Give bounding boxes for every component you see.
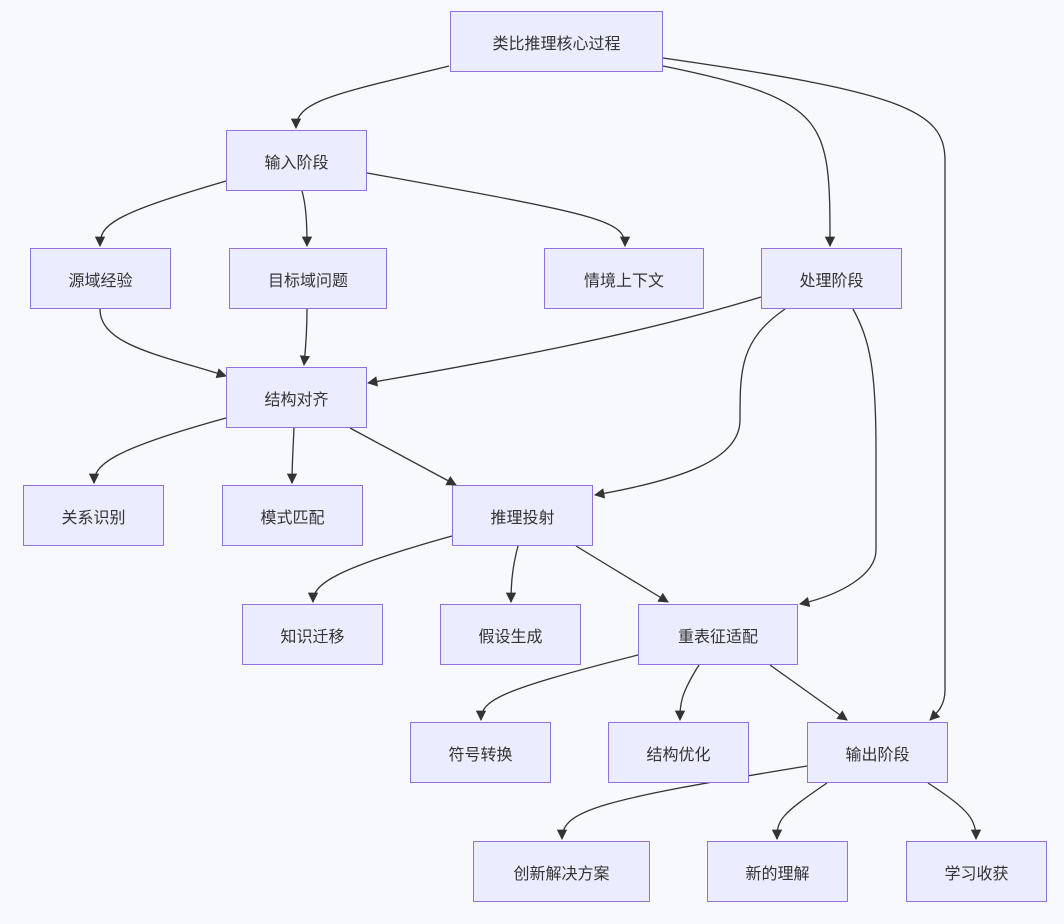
edge-process-rerep [798, 308, 877, 608]
edge-align-relation [88, 417, 227, 485]
node-label: 处理阶段 [799, 270, 864, 290]
node-process: 处理阶段 [761, 248, 902, 309]
node-project: 推理投射 [452, 485, 593, 546]
node-label: 源域经验 [68, 270, 133, 290]
node-label: 假设生成 [478, 626, 543, 646]
node-label: 符号转换 [448, 744, 513, 764]
node-solution: 创新解决方案 [473, 841, 650, 902]
edge-project-transfer [307, 535, 453, 604]
edge-rerep-output [769, 664, 848, 721]
edge-input-context [366, 172, 631, 248]
edge-output-learning [927, 782, 982, 841]
node-source: 源域经验 [30, 248, 171, 309]
node-label: 重表征适配 [677, 626, 758, 646]
edge-source-align [99, 308, 227, 379]
node-root: 类比推理核心过程 [450, 11, 663, 72]
node-context: 情境上下文 [544, 248, 704, 309]
edge-project-hypothesis [505, 545, 519, 604]
edge-rerep-optimize [674, 664, 700, 722]
edge-root-output [662, 57, 946, 721]
node-pattern: 模式匹配 [222, 485, 363, 546]
edge-root-process [662, 65, 836, 248]
node-label: 结构优化 [646, 744, 711, 764]
node-optimize: 结构优化 [608, 722, 749, 783]
node-transfer: 知识迁移 [242, 604, 383, 665]
edge-input-target [301, 190, 313, 248]
node-label: 关系识别 [61, 507, 126, 527]
edge-output-understanding [771, 782, 828, 841]
node-label: 目标域问题 [267, 270, 348, 290]
node-label: 学习收获 [944, 863, 1009, 883]
node-label: 输出阶段 [845, 744, 910, 764]
node-label: 模式匹配 [260, 507, 325, 527]
node-label: 新的理解 [745, 863, 810, 883]
edge-target-align [299, 308, 311, 367]
edge-rerep-symbol [475, 654, 639, 722]
edge-align-pattern [286, 427, 298, 485]
node-label: 知识迁移 [280, 626, 345, 646]
node-input: 输入阶段 [226, 130, 367, 191]
edge-root-input [290, 65, 450, 130]
node-learning: 学习收获 [906, 841, 1047, 902]
node-label: 输入阶段 [264, 152, 329, 172]
edge-align-project [349, 427, 457, 486]
node-label: 情境上下文 [583, 270, 664, 290]
node-rerep: 重表征适配 [638, 604, 798, 665]
node-label: 推理投射 [490, 507, 555, 527]
edge-process-align [366, 296, 762, 387]
node-target: 目标域问题 [229, 248, 387, 309]
edge-process-project [593, 308, 786, 499]
node-output: 输出阶段 [807, 722, 948, 783]
node-relation: 关系识别 [23, 485, 164, 546]
node-label: 类比推理核心过程 [492, 33, 621, 53]
node-label: 创新解决方案 [513, 863, 610, 883]
edge-input-source [94, 180, 227, 248]
node-hypothesis: 假设生成 [440, 604, 581, 665]
node-understanding: 新的理解 [707, 841, 848, 902]
edge-project-rerep [575, 545, 669, 603]
node-symbol: 符号转换 [410, 722, 551, 783]
node-label: 结构对齐 [264, 389, 329, 409]
node-align: 结构对齐 [226, 367, 367, 428]
